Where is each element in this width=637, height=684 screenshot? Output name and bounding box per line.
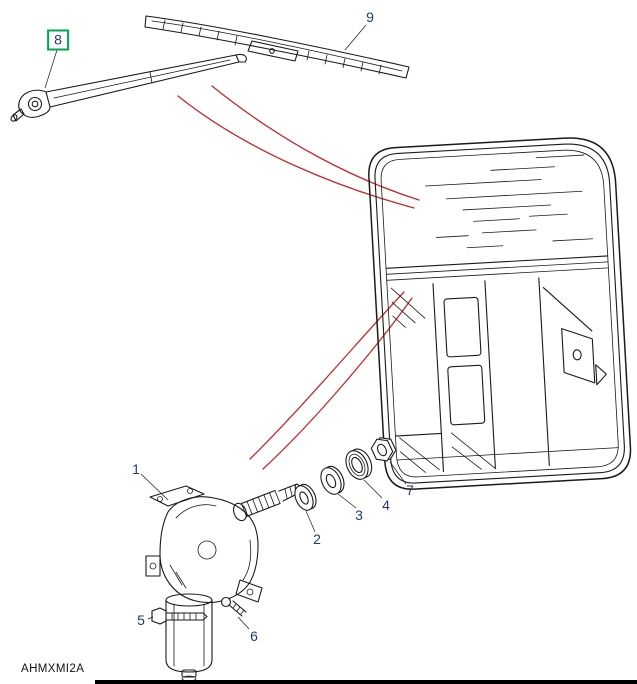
screw-5 (151, 607, 208, 625)
wiper-blade (144, 15, 410, 79)
arm-pivot-head (18, 89, 51, 118)
washer-2 (294, 483, 317, 511)
nut-7 (370, 437, 397, 462)
callout-8: 8 (47, 29, 69, 51)
callout-8-box: 8 (47, 29, 69, 51)
drawing-code: AHMXMI2A (21, 663, 85, 675)
window-sill-line (385, 255, 609, 269)
callout-4: 4 (382, 497, 390, 513)
callout-leader-lines (44, 24, 407, 630)
door-inner-structure (390, 277, 619, 473)
motor-shaft (232, 483, 302, 522)
motor-can (165, 593, 213, 682)
washer-4 (345, 448, 373, 480)
washer-3 (320, 465, 345, 495)
motor-right-bracket (235, 579, 263, 603)
callout-2: 2 (313, 531, 321, 547)
glass-shading-lines (425, 154, 594, 249)
motor-mount-bracket (149, 485, 205, 507)
wiper-arm (10, 53, 247, 122)
arm-hook (235, 53, 247, 63)
callout-1: 1 (132, 461, 140, 477)
callout-6: 6 (250, 628, 258, 644)
screw-6 (220, 596, 247, 617)
door-frame (368, 137, 632, 490)
callout-9: 9 (366, 9, 374, 25)
latch-bracket (561, 328, 596, 384)
motor-side-tab (145, 555, 161, 577)
page-edge-line (95, 680, 637, 684)
blade-clip (247, 40, 299, 62)
callout-7: 7 (406, 482, 414, 498)
motor-gearbox (159, 496, 259, 604)
callout-5: 5 (137, 612, 145, 628)
callout-3: 3 (355, 507, 363, 523)
red-leader-lines (177, 85, 420, 470)
wiper-motor (145, 483, 302, 682)
